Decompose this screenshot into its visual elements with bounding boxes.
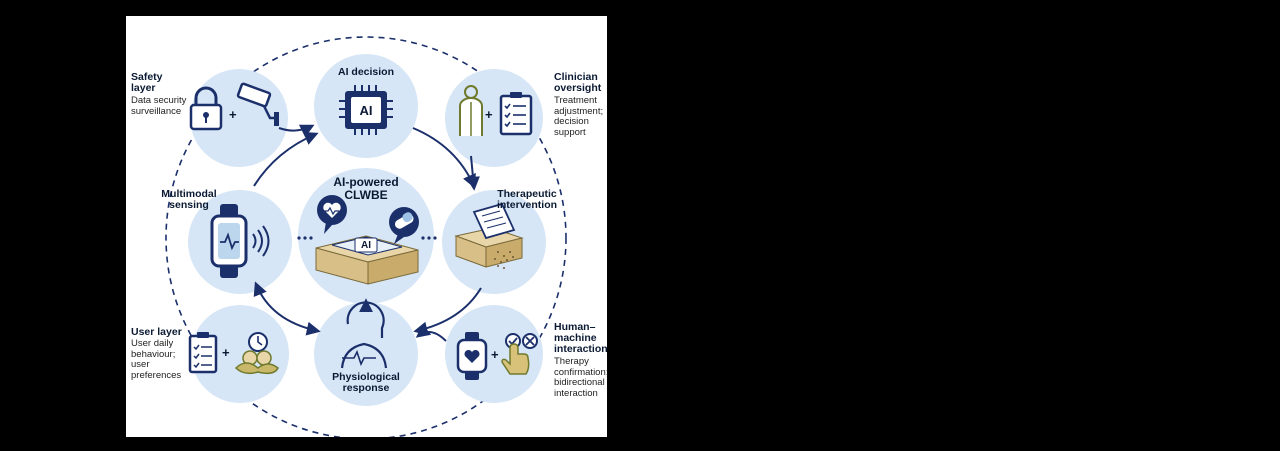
hmi-detail: Therapy confirmation; bidirectional inte… (554, 356, 609, 399)
arrow-hmi-to-physiological (415, 323, 447, 342)
plus-sign-user-layer: + (222, 345, 230, 360)
user-layer-detail: User daily behaviour; user preferences (131, 338, 182, 381)
outer-dashed-ring (165, 36, 567, 437)
node-circle-physiological (314, 302, 418, 406)
lock-icon (189, 86, 223, 131)
therapeutic-patch-icon (454, 202, 524, 269)
hand-tap-confirm-icon (501, 333, 538, 375)
plus-sign-hmi: + (491, 347, 499, 362)
smartwatch-sensing-icon (210, 204, 270, 278)
safety-layer-detail: Data security surveillance (131, 95, 187, 117)
center-title: AI-powered CLWBE (333, 175, 399, 202)
arrow-safety-to-ai (278, 124, 315, 138)
user-layer-title: User layer (131, 326, 182, 338)
person-ecg-icon (340, 301, 388, 369)
multimodal-sensing-title: Multimodal sensing (161, 188, 217, 211)
diagram-panel: + + + + AI AI AI decision AI-powered CLW… (126, 16, 609, 437)
diagram-graphics (165, 36, 567, 437)
clinician-oversight-detail: Treatment adjustment; decision support (554, 95, 604, 138)
clipboard-checklist-icon (499, 92, 533, 136)
ai-decision-title: AI decision (337, 66, 394, 78)
ai-device-label: AI (361, 240, 371, 251)
ai-chip-icon (339, 85, 393, 135)
arrow-clinician-to-therapeutic (465, 155, 480, 191)
arrow-physiological-to-multimodal (253, 281, 321, 336)
connector-dots (297, 236, 437, 240)
smartwatch-heart-icon (456, 332, 488, 380)
heart-rate-bubble-icon (317, 195, 347, 234)
food-clock-icon (234, 332, 279, 375)
ai-chip-label: AI (359, 103, 373, 118)
clinician-oversight-title: Clinician oversight (554, 71, 602, 94)
plus-sign-safety: + (229, 107, 237, 122)
safety-layer-title: Safety layer (131, 71, 163, 94)
arrow-multimodal-to-ai (253, 131, 319, 187)
physiological-response-title: Physiological response (332, 371, 400, 394)
hmi-title: Human–machine interaction (554, 321, 608, 355)
pill-bubble-icon (389, 207, 419, 244)
therapeutic-intervention-title: Therapeutic intervention (496, 188, 558, 211)
surveillance-camera-icon (236, 82, 279, 126)
daily-checklist-icon (188, 332, 218, 374)
ai-device-box-icon (315, 235, 419, 285)
doctor-icon (459, 85, 483, 136)
plus-sign-clinician: + (485, 107, 493, 122)
